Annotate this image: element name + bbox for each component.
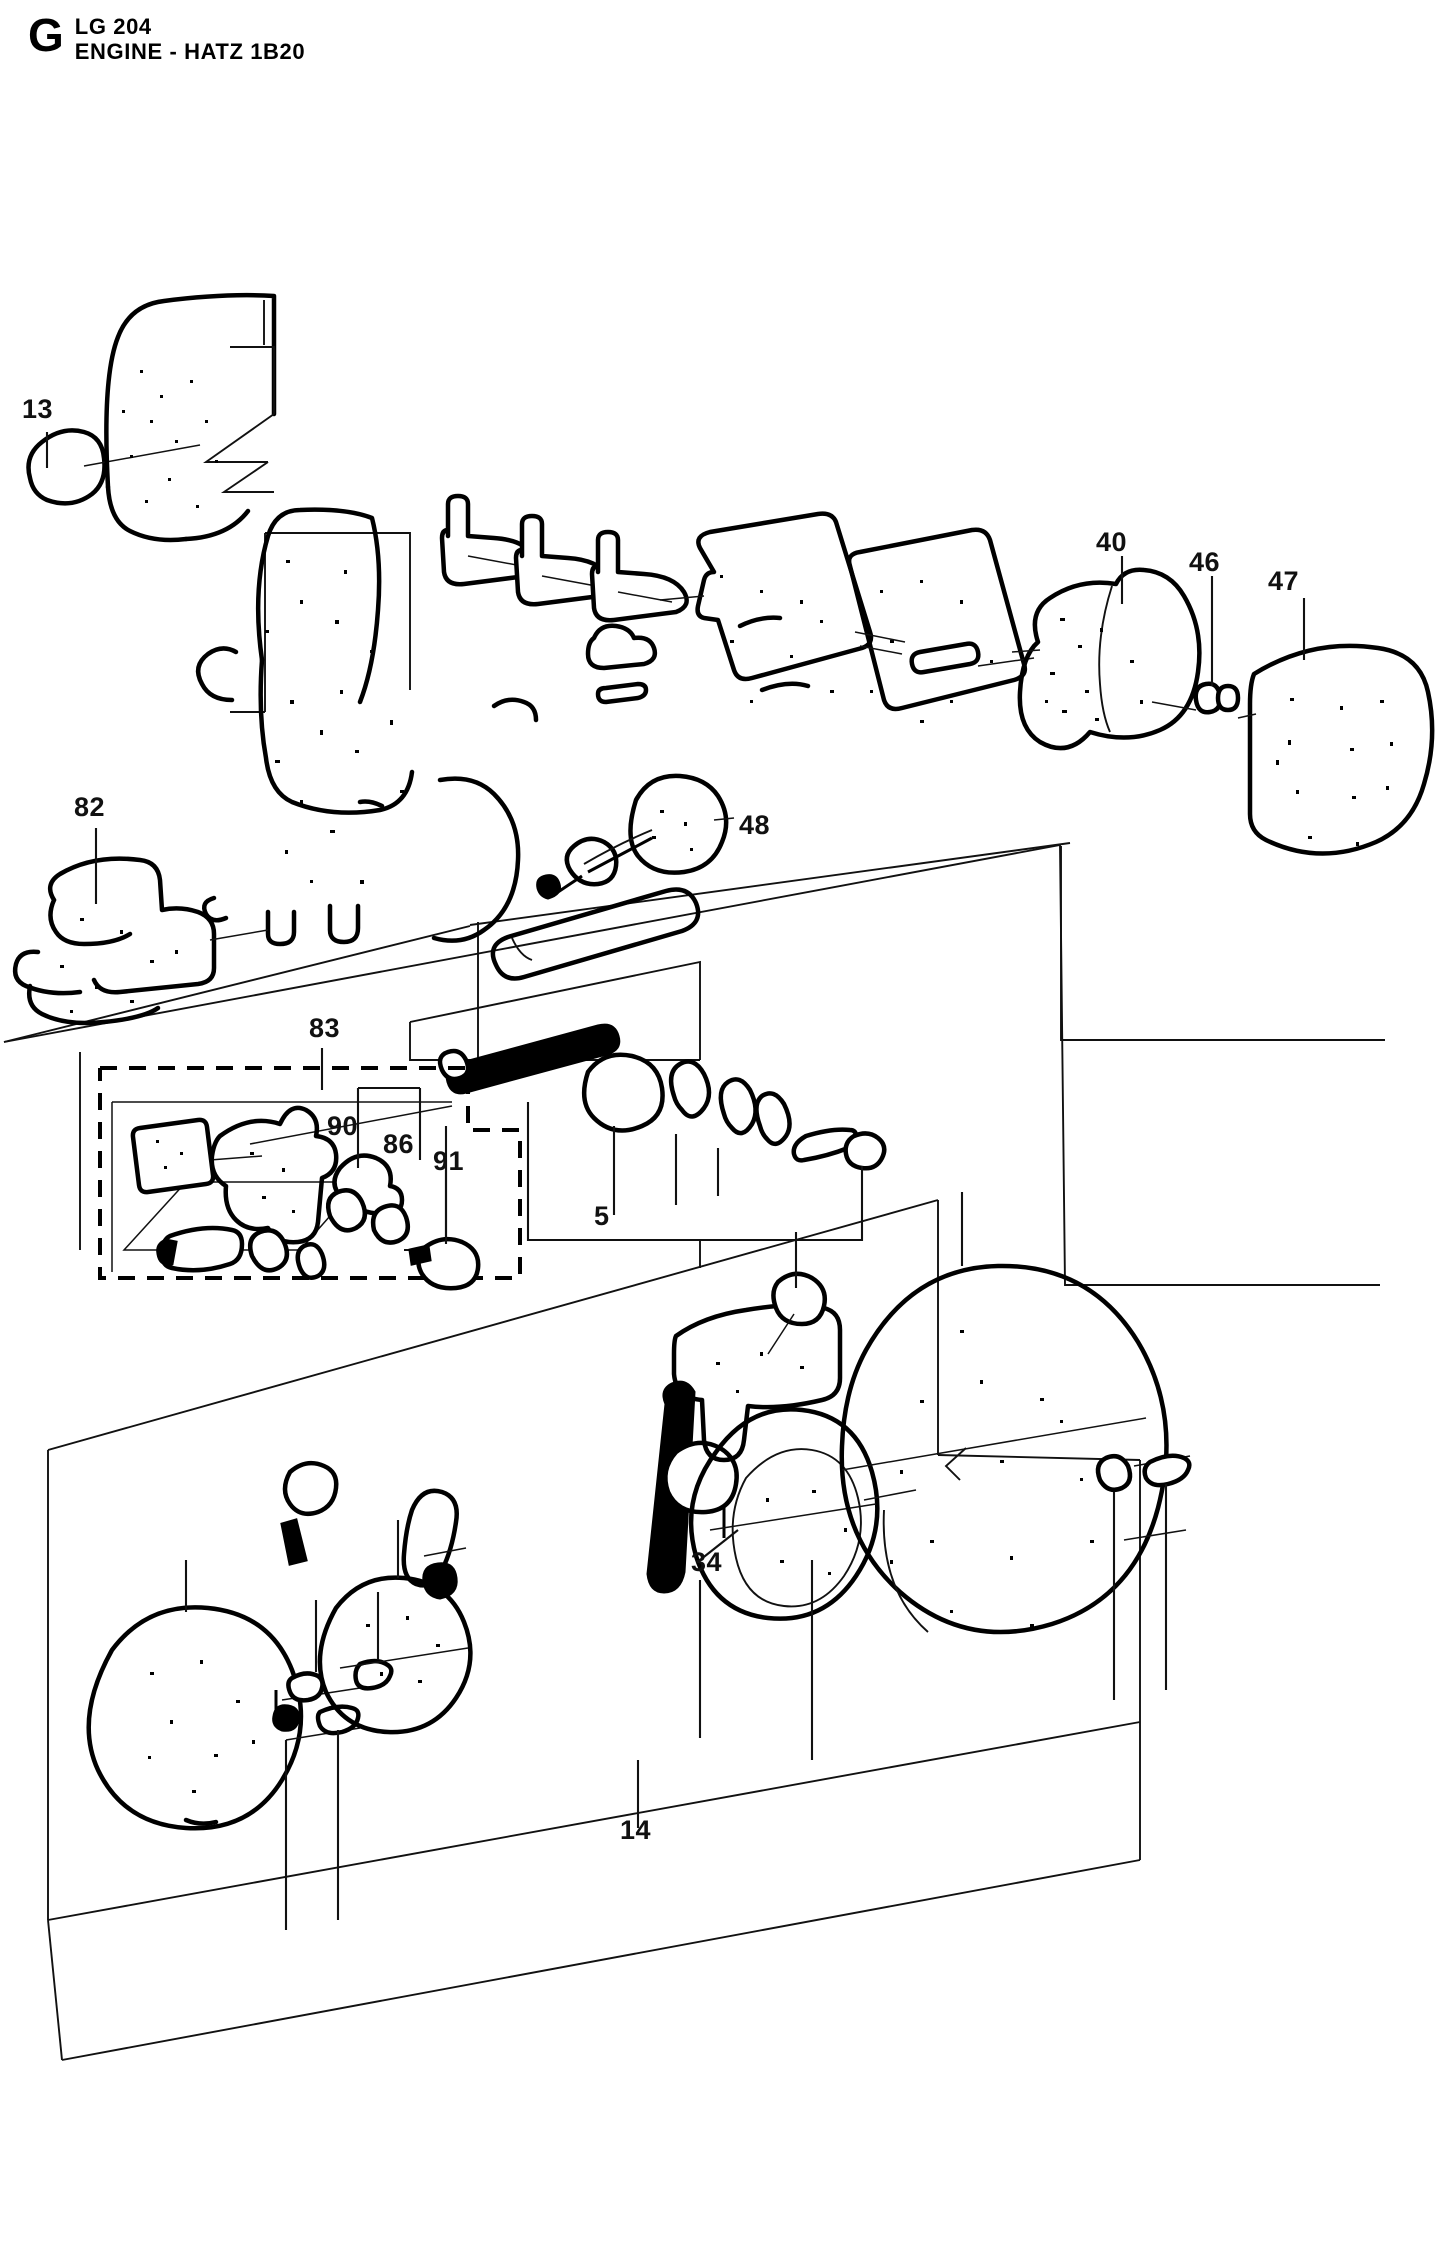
callout-83: 83 xyxy=(309,1013,341,1043)
page-title: ENGINE - HATZ 1B20 xyxy=(74,39,306,64)
callout-40: 40 xyxy=(1096,527,1128,557)
part-engine-block-central xyxy=(79,507,539,1250)
callout-86: 86 xyxy=(383,1129,415,1159)
callout-90: 90 xyxy=(327,1111,359,1141)
part-40-canister xyxy=(1011,556,1202,751)
callout-5: 5 xyxy=(594,1201,610,1231)
part-46-fastener xyxy=(1193,576,1241,715)
group-boundary-lower xyxy=(47,1199,1141,2061)
bracket-clamp-3 xyxy=(589,529,689,623)
part-cylindrical-roller xyxy=(409,887,701,1061)
part-82-bracket-cluster xyxy=(12,828,269,1026)
part-47-cover-shield xyxy=(1237,598,1435,856)
part-13-plug xyxy=(26,428,201,506)
callout-91: 91 xyxy=(433,1146,465,1176)
part-clutch-shoe-assembly xyxy=(671,1232,843,1463)
callout-82: 82 xyxy=(74,792,106,822)
part-48-dipstick xyxy=(536,773,735,900)
model-title: LG 204 xyxy=(74,14,152,39)
callout-46: 46 xyxy=(1189,547,1221,577)
header-titles: LG 204 ENGINE - HATZ 1B20 xyxy=(75,14,305,64)
part-starter-pawl-hook xyxy=(280,1460,467,1600)
callout-13: 13 xyxy=(22,394,54,424)
part-small-fasteners-lower-left xyxy=(272,1592,394,1930)
callout-47: 47 xyxy=(1268,566,1300,596)
part-flywheel-large xyxy=(839,1192,1191,1635)
callout-34: 34 xyxy=(691,1547,723,1577)
section-letter: G xyxy=(28,9,64,61)
part-carburetor-body xyxy=(209,1105,339,1245)
callout-48: 48 xyxy=(739,810,771,840)
part-cover-panel-right xyxy=(846,527,1035,723)
part-gasket-plate xyxy=(130,1117,216,1195)
group-83-dashed-box xyxy=(98,1048,522,1291)
part-91-end-fitting xyxy=(408,1160,481,1291)
page-header: G LG 204 ENGINE - HATZ 1B20 xyxy=(28,8,305,64)
part-small-fasteners-right xyxy=(1095,1453,1192,1700)
part-starter-pulley-mid xyxy=(317,1520,473,1735)
part-bracket-clamps-trio xyxy=(439,493,689,705)
part-engine-shroud-upper-left xyxy=(104,292,277,543)
part-5-shaft-spring-assembly xyxy=(437,1023,887,1268)
part-cover-panel-left xyxy=(659,511,874,703)
part-row-small-fittings xyxy=(156,1225,327,1280)
callout-14: 14 xyxy=(620,1815,652,1845)
